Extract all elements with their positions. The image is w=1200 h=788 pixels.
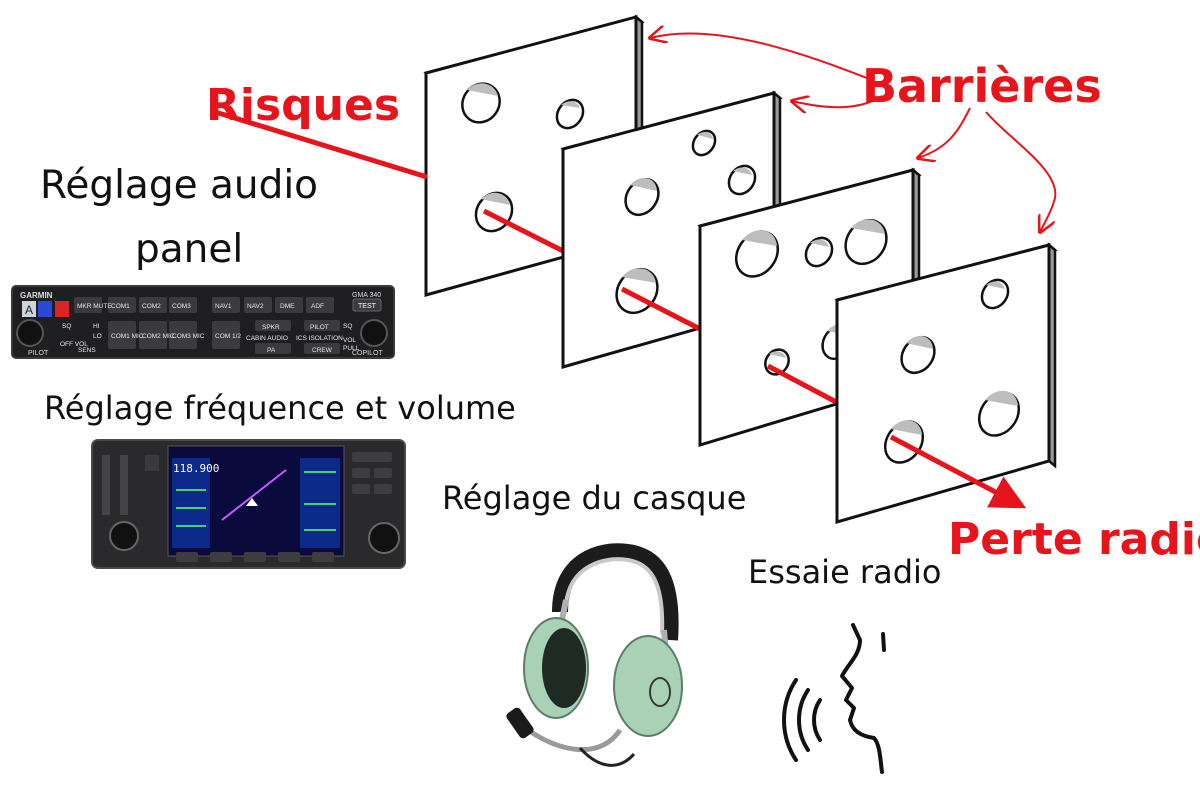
panel-label-sens: SENS	[78, 347, 96, 354]
panel-label-cabin-audio: CABIN AUDIO	[246, 335, 288, 342]
audio-panel-device: GARMIN GMA 340 TEST A PILOT COPILOT MKR …	[11, 285, 395, 359]
risk-arrow-end	[889, 434, 1027, 509]
panel-label-ics-isolation: ICS ISOLATION	[296, 335, 343, 342]
barriers-label: Barrières	[862, 59, 1102, 113]
risk-line-segment	[766, 363, 842, 407]
panel-button-com12: COM 1/2	[215, 333, 241, 340]
gps-frequency: 118.900	[173, 462, 219, 475]
panel-label-sq-right: SQ	[343, 323, 352, 330]
test-button-label: TEST	[358, 303, 377, 310]
panel-button-nav1: NAV1	[215, 303, 232, 310]
audio-panel-label-line2: panel	[135, 227, 244, 272]
headset-label: Réglage du casque	[442, 479, 747, 517]
marker-light-a: A	[25, 303, 33, 317]
panel-button-nav2: NAV2	[247, 303, 264, 310]
audio-panel-label-line1: Réglage audio	[40, 163, 319, 208]
panel-button-pa: PA	[267, 347, 276, 354]
model-text: GMA 340	[352, 292, 381, 299]
brand-text: GARMIN	[20, 291, 53, 300]
aviation-headset	[506, 543, 683, 767]
panel-button-pilot: PILOT	[310, 324, 329, 331]
panel-button-com1: COM1	[111, 303, 130, 310]
risk-line-segment	[482, 208, 567, 255]
panel-button-mkr: MKR MUTE	[77, 303, 112, 310]
panel-button-crew: CREW	[312, 347, 333, 354]
frequency-volume-label: Réglage fréquence et volume	[44, 389, 516, 427]
panel-label-off-vol: OFF VOL	[60, 341, 88, 348]
panel-label-lo: LO	[93, 333, 102, 340]
panel-label-pull: PULL	[343, 345, 360, 352]
panel-label-hi: HI	[93, 323, 100, 330]
barrier-pointer-arrows	[650, 33, 1057, 232]
panel-button-com2-mic: COM2 MIC	[142, 333, 175, 340]
risk-line-segment	[211, 108, 428, 180]
gps-radio-device: 118.900	[91, 439, 406, 569]
copilot-label: COPILOT	[352, 350, 383, 357]
panel-button-dme: DME	[280, 303, 295, 310]
panel-label-vol-right: VOL	[343, 337, 356, 344]
panel-button-com3: COM3	[172, 303, 191, 310]
barrier-slice-4	[834, 242, 1058, 524]
radio-test-label: Essaie radio	[748, 553, 942, 591]
outcome-label: Perte radio	[948, 514, 1200, 565]
panel-button-adf: ADF	[311, 303, 324, 310]
panel-button-com1-mic: COM1 MIC	[111, 333, 144, 340]
panel-label-sq: SQ	[62, 323, 71, 330]
risk-line-segment	[620, 286, 704, 333]
speaking-head-icon	[782, 623, 886, 774]
risks-label: Risques	[206, 80, 401, 131]
panel-button-spkr: SPKR	[262, 324, 280, 331]
panel-button-com3-mic: COM3 MIC	[172, 333, 205, 340]
panel-button-com2: COM2	[142, 303, 161, 310]
pilot-label: PILOT	[28, 350, 49, 357]
